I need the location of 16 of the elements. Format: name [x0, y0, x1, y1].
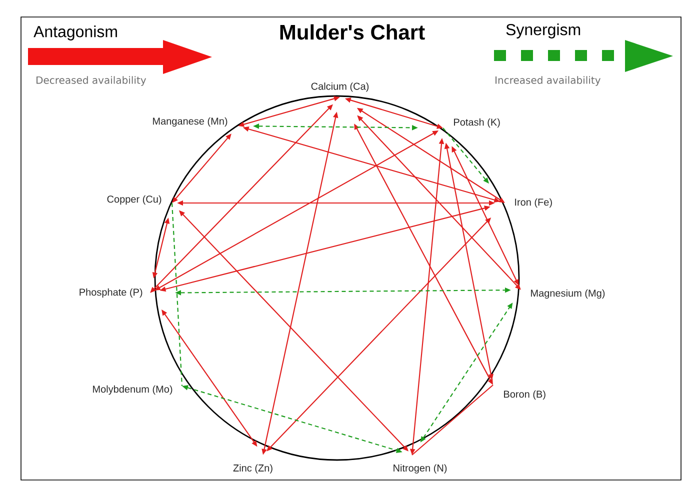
element-label: Manganese (Mn)	[153, 117, 228, 127]
element-label: Nitrogen (N)	[394, 464, 447, 474]
element-label: Boron (B)	[504, 390, 546, 400]
element-label: Potash (K)	[454, 118, 500, 128]
caption-text: Increased availability	[496, 76, 600, 86]
element-label: Iron (Fe)	[515, 198, 552, 208]
title: Mulder's Chart	[280, 24, 425, 40]
element-label: Calcium (Ca)	[311, 82, 369, 92]
element-label: Copper (Cu)	[107, 195, 162, 205]
legend-label: Antagonism	[34, 26, 117, 40]
element-label: Molybdenum (Mo)	[93, 385, 172, 395]
element-label: Zinc (Zn)	[233, 464, 272, 474]
element-label: Phosphate (P)	[80, 288, 142, 298]
legend-label: Synergism	[506, 24, 580, 38]
element-label: Magnesium (Mg)	[531, 289, 605, 299]
caption-text: Decreased availability	[36, 76, 146, 86]
